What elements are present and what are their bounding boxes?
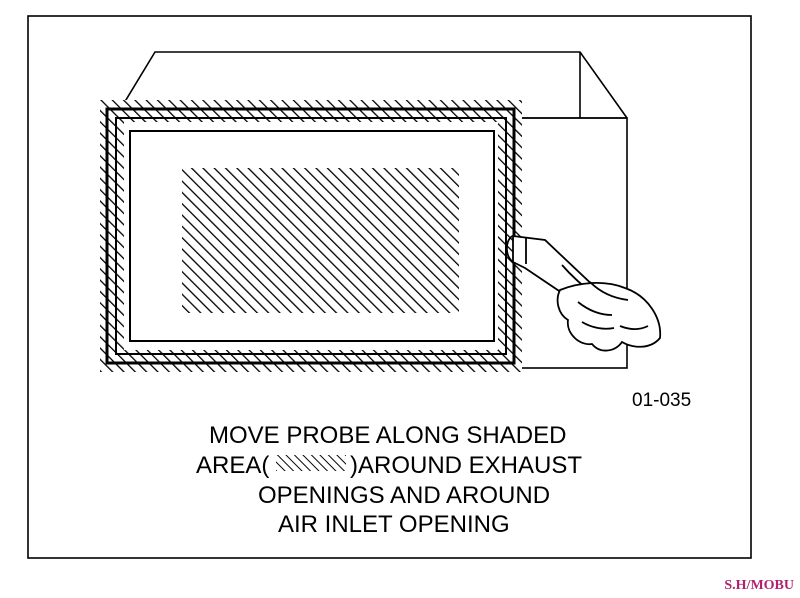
caption-line-1: MOVE PROBE ALONG SHADED [209, 422, 566, 449]
figure-code: 01-035 [632, 390, 691, 411]
door-window-shaded [182, 168, 459, 313]
caption-line-2-prefix: AREA( [196, 452, 269, 479]
watermark: S.H/MOBU [724, 578, 794, 593]
caption: MOVE PROBE ALONG SHADED AREA( )AROUND EX… [196, 422, 582, 538]
caption-line-4: AIR INLET OPENING [278, 511, 510, 538]
hatch-swatch-symbol [276, 455, 346, 471]
hand-holding-probe [505, 234, 661, 352]
caption-line-2-suffix: )AROUND EXHAUST [350, 452, 582, 479]
caption-line-3: OPENINGS AND AROUND [258, 482, 550, 509]
diagram-frame [27, 15, 752, 559]
